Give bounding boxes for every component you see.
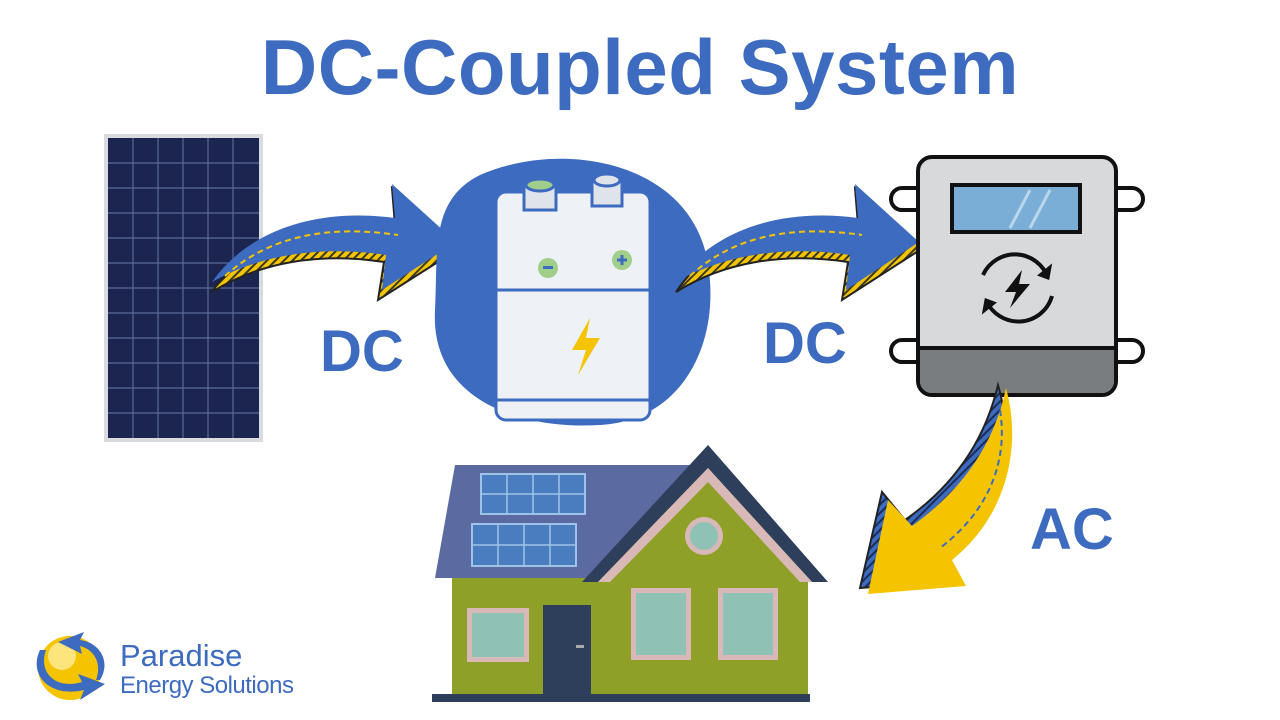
paradise-logo-icon — [36, 632, 105, 700]
house-icon — [432, 445, 828, 702]
dc-label-2: DC — [763, 311, 847, 376]
inverter-icon — [889, 155, 1145, 397]
dc-label-1: DC — [320, 319, 404, 384]
battery-icon — [434, 158, 711, 426]
ac-label: AC — [1030, 497, 1114, 562]
arrow-battery-to-inverter — [675, 184, 925, 303]
solar-panel-icon — [104, 134, 263, 442]
logo-name: Paradise — [120, 638, 243, 673]
page-title: DC-Coupled System — [260, 23, 1020, 111]
logo-tagline: Energy Solutions — [120, 672, 294, 699]
arrow-panel-to-battery — [211, 184, 462, 303]
arrow-inverter-to-house — [858, 381, 1013, 594]
